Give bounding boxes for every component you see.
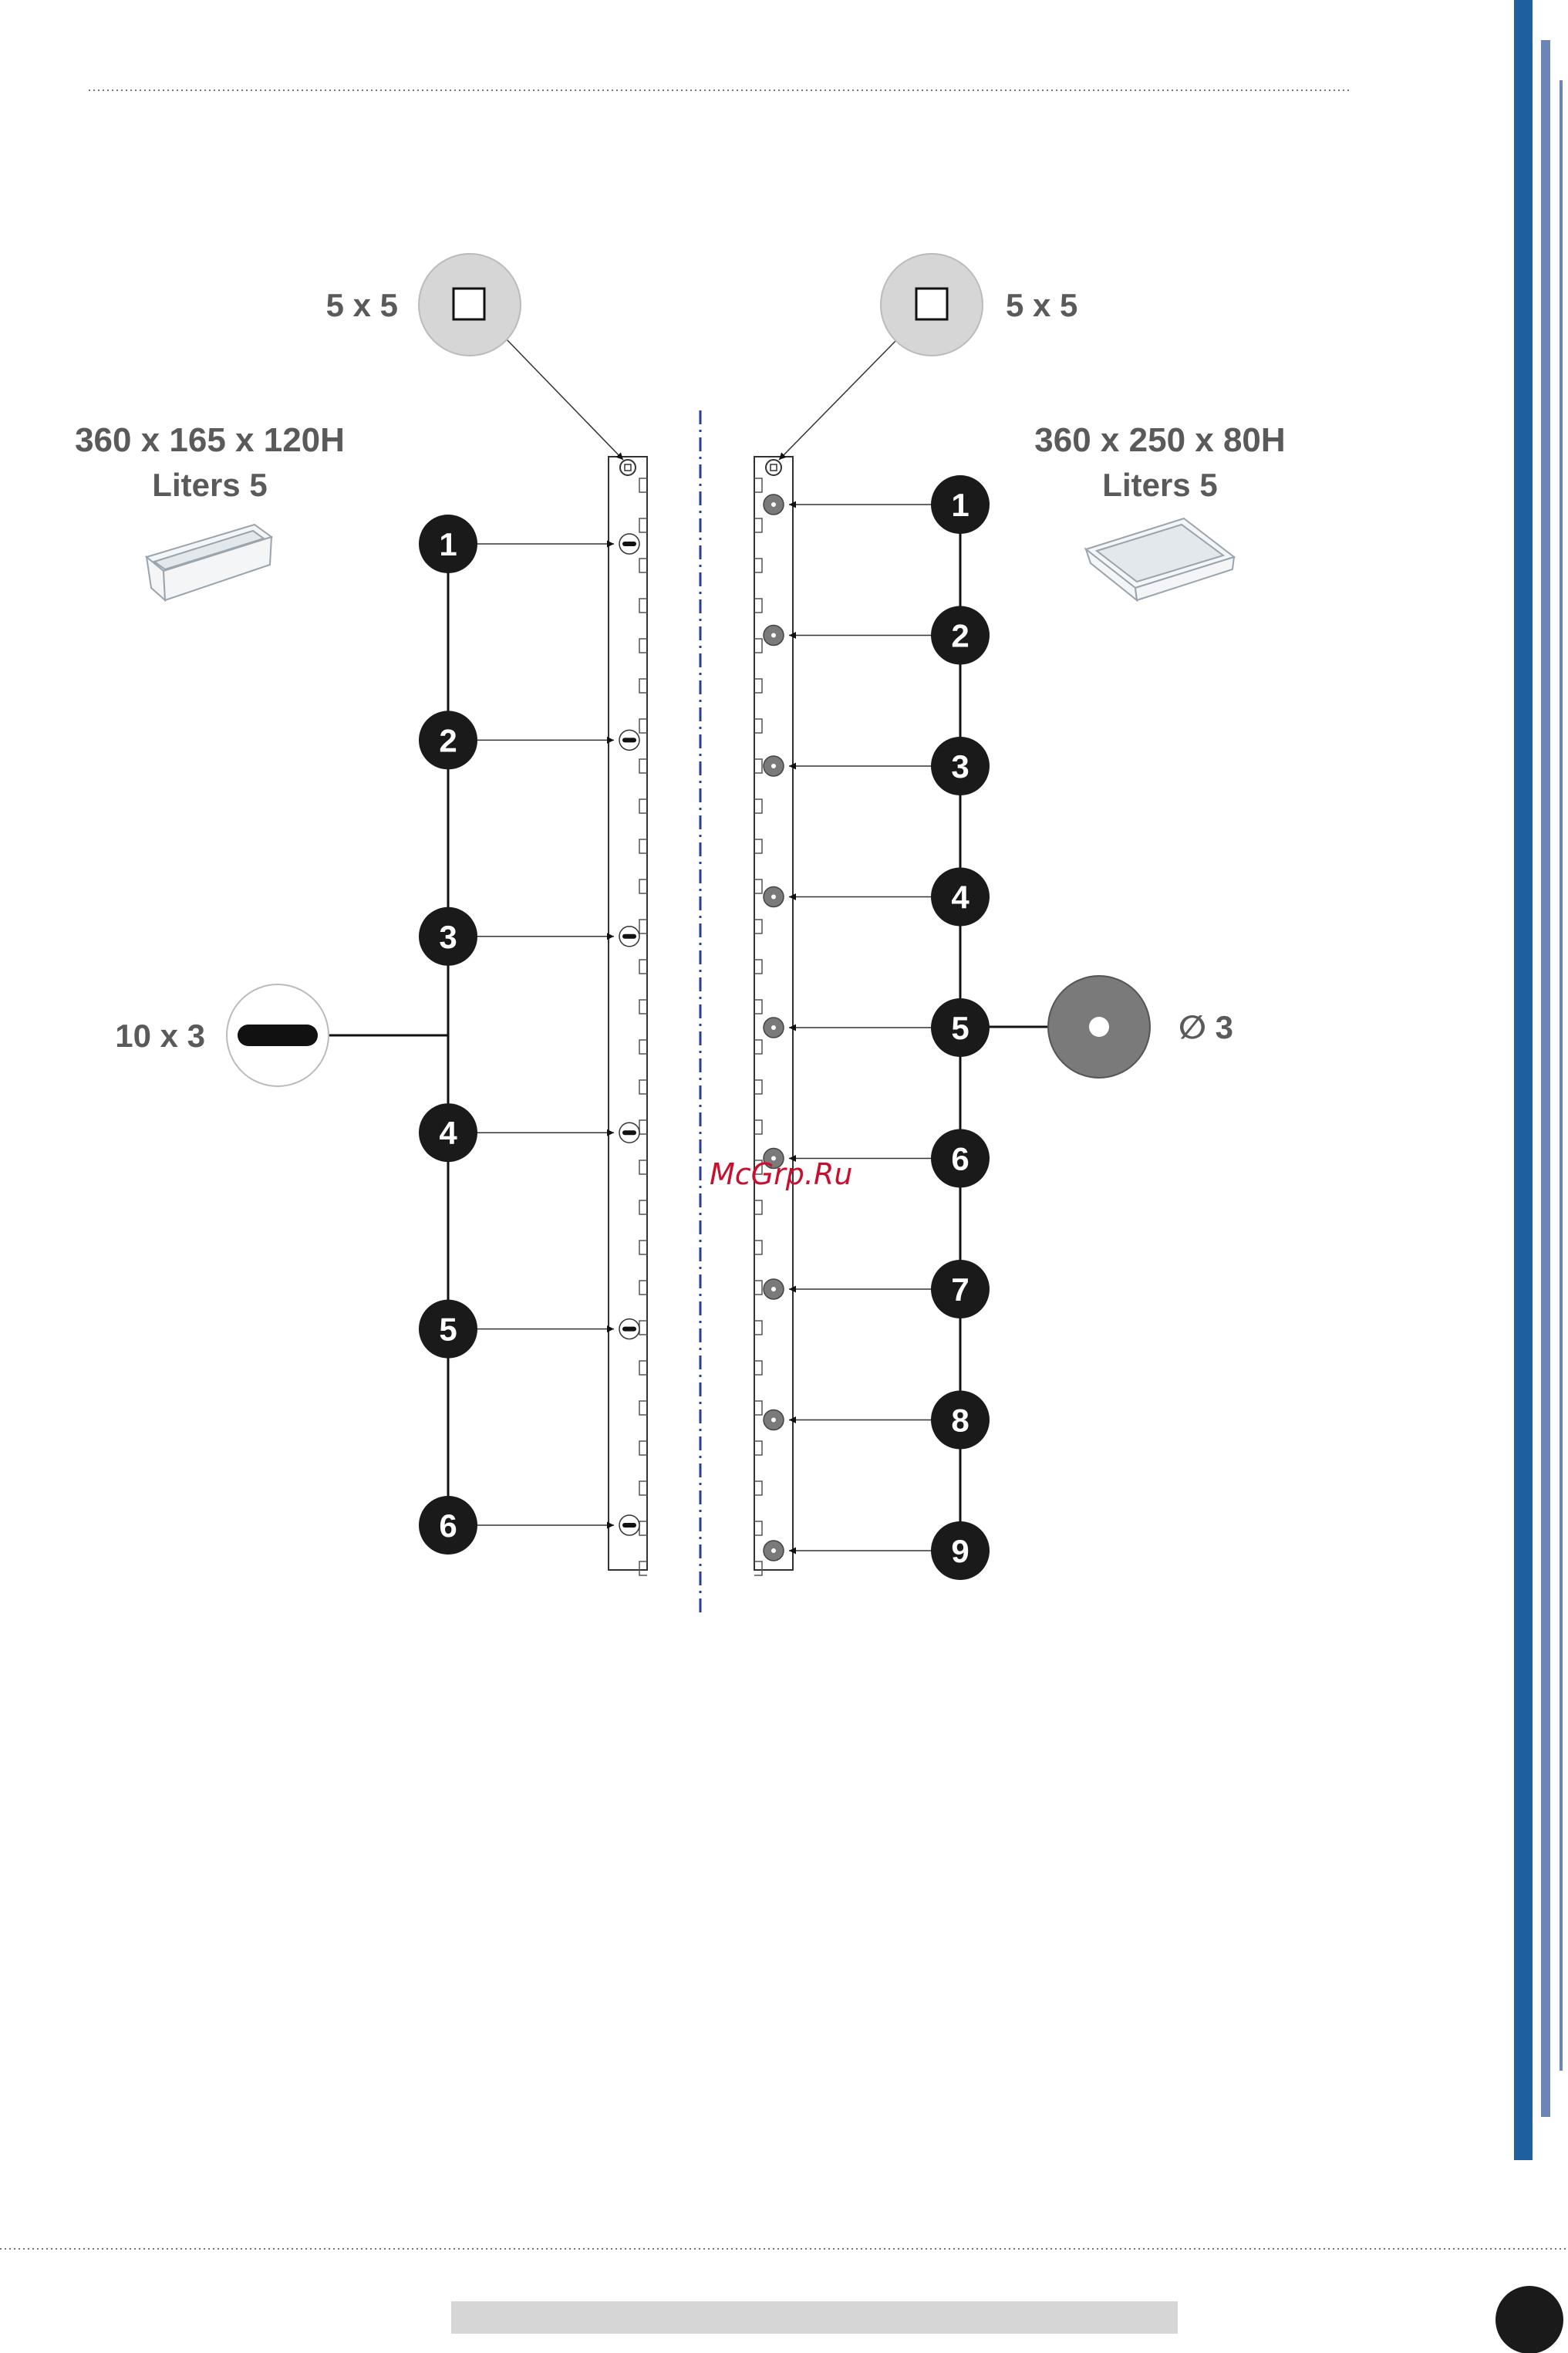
slot-hole-detail xyxy=(227,984,448,1086)
left-top-hole-size: 5 x 5 xyxy=(326,287,398,323)
round-hole-center xyxy=(771,764,776,768)
position-number: 2 xyxy=(439,722,457,758)
slot-hole-icon xyxy=(622,1130,636,1135)
right-square-hole-detail xyxy=(766,254,983,475)
slot-hole-size: 10 x 3 xyxy=(115,1018,205,1054)
right-pan-capacity: Liters 5 xyxy=(1102,467,1217,503)
position-number: 1 xyxy=(951,487,969,523)
position-number: 3 xyxy=(439,919,457,955)
round-hole-center xyxy=(771,1418,776,1423)
left-pan-size: 360 x 165 x 120H xyxy=(75,421,345,459)
position-number: 7 xyxy=(951,1271,969,1308)
position-number: 9 xyxy=(951,1533,969,1569)
left-square-hole-detail xyxy=(419,254,636,475)
position-number: 4 xyxy=(951,879,969,916)
position-number: 5 xyxy=(439,1312,457,1348)
slot-hole-icon xyxy=(622,1523,636,1528)
position-number: 1 xyxy=(439,526,457,562)
left-position-markers: 1 2 3 4 5 6 xyxy=(419,515,639,1555)
left-rail xyxy=(609,457,647,1575)
narrow-gastronorm-pan-icon xyxy=(147,525,271,600)
round-hole-center xyxy=(771,633,776,638)
position-number: 2 xyxy=(951,618,969,654)
accent-bar-thin xyxy=(1560,80,1563,2071)
round-hole-center xyxy=(771,1287,776,1291)
position-number: 5 xyxy=(951,1010,969,1046)
footer-bar xyxy=(451,2301,1178,2334)
round-hole-center xyxy=(771,502,776,507)
slot-hole-icon xyxy=(622,1327,636,1332)
accent-bar-secondary xyxy=(1541,40,1550,2117)
slot-hole-icon xyxy=(622,542,636,546)
right-pan-size: 360 x 250 x 80H xyxy=(1034,421,1285,459)
position-number: 3 xyxy=(951,748,969,785)
position-number: 6 xyxy=(439,1507,457,1544)
position-number: 8 xyxy=(951,1403,969,1439)
page-number-badge xyxy=(1496,2286,1563,2353)
round-hole-center xyxy=(771,1548,776,1553)
right-rail xyxy=(754,457,793,1575)
accent-bar-main xyxy=(1514,0,1533,2160)
right-top-hole-size: 5 x 5 xyxy=(1006,287,1077,323)
position-number: 6 xyxy=(951,1141,969,1177)
round-hole-size: ∅ 3 xyxy=(1179,1009,1233,1045)
side-accent-bars xyxy=(1514,0,1563,2160)
wide-gastronorm-pan-icon xyxy=(1086,518,1234,600)
slot-hole-icon xyxy=(622,738,636,742)
position-number: 4 xyxy=(439,1115,457,1151)
round-hole-center xyxy=(771,895,776,900)
left-pan-capacity: Liters 5 xyxy=(152,467,267,503)
round-hole-center xyxy=(771,1025,776,1030)
watermark: McGrp.Ru xyxy=(710,1157,852,1191)
right-position-markers: 1 2 3 4 5 6 7 8 9 xyxy=(764,475,990,1580)
slot-hole-icon xyxy=(622,934,636,939)
